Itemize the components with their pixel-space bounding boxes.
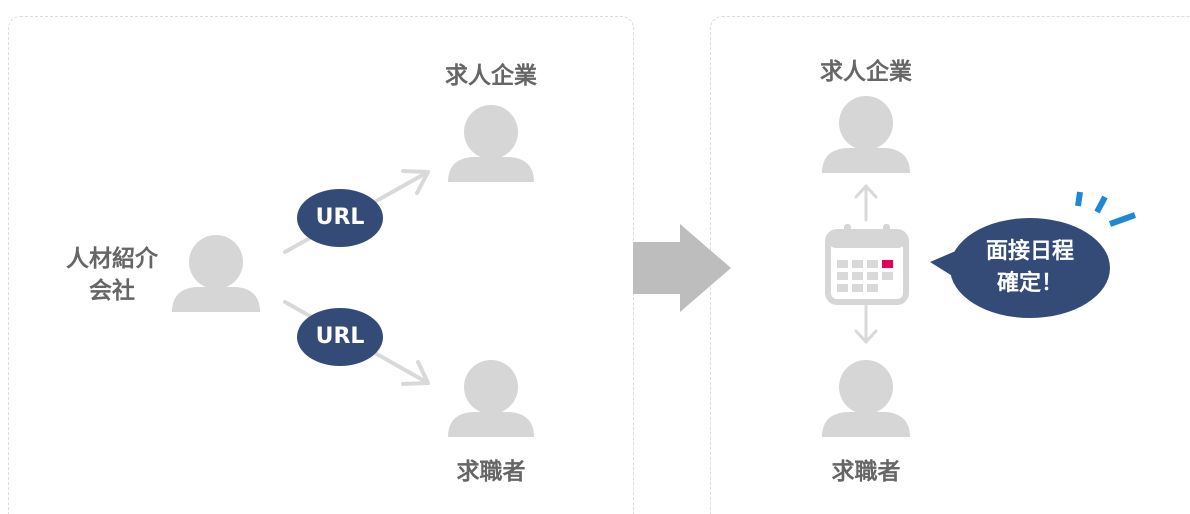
right-company-person-icon	[822, 96, 910, 173]
calendar-icon	[825, 224, 909, 305]
sparkle-icon	[1075, 191, 1137, 227]
agency-person-icon	[172, 235, 260, 312]
url-badge-top	[297, 189, 383, 247]
url-badge-top-label: URL	[315, 205, 365, 230]
calendar-highlight-cell	[882, 260, 893, 268]
arrow-up-to-company	[854, 184, 878, 222]
confirm-text-line1: 面接日程	[985, 239, 1074, 264]
agency-label-line2: 会社	[89, 278, 135, 304]
right-seeker-label: 求職者	[831, 459, 901, 485]
arrow-down-to-seeker	[854, 304, 878, 344]
right-company-label: 求人企業	[820, 59, 912, 85]
left-company-person-icon	[448, 105, 534, 182]
process-arrow-icon	[633, 224, 731, 312]
url-badge-bottom-label: URL	[315, 324, 365, 349]
confirm-text-line2: 確定！	[996, 271, 1063, 296]
left-seeker-label: 求職者	[456, 459, 526, 485]
left-seeker-person-icon	[448, 360, 534, 437]
confirm-speech-bubble	[930, 218, 1110, 318]
right-seeker-person-icon	[822, 360, 910, 437]
agency-label-line1: 人材紹介	[66, 246, 158, 272]
url-badge-bottom	[297, 308, 383, 366]
left-company-label: 求人企業	[445, 63, 537, 89]
